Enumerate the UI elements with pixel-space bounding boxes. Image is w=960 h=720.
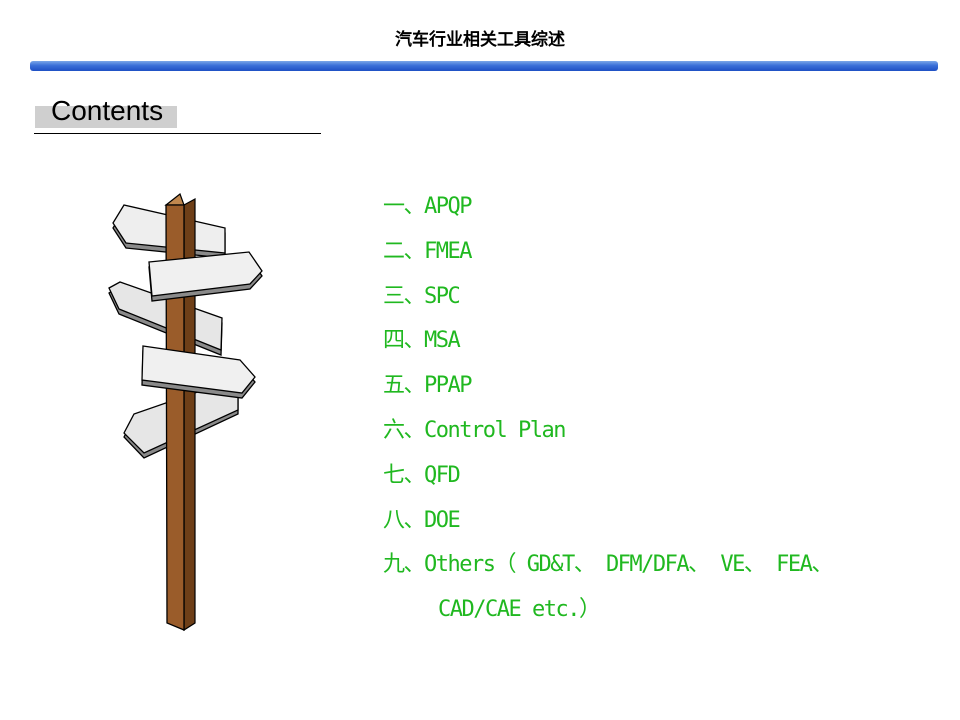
sign-board-4 (141, 345, 256, 399)
toc-item-spc: 三、SPC (383, 283, 461, 309)
signpost-illustration (108, 193, 263, 632)
table-of-contents: 一、APQP 二、FMEA 三、SPC 四、MSA 五、PPAP 六、Contr… (383, 188, 833, 636)
contents-title-highlight (35, 106, 177, 128)
toc-item-others-continuation: CAD/CAE etc.） (438, 597, 601, 623)
sign-board-2 (148, 251, 263, 302)
toc-item-ppap: 五、PPAP (383, 373, 472, 399)
contents-title: Contents (51, 95, 164, 126)
toc-item-qfd: 七、QFD (383, 462, 461, 488)
header-accent-bar (30, 61, 938, 71)
toc-item-doe: 八、DOE (383, 507, 461, 533)
toc-item-others: 九、Others（ GD&T、 DFM/DFA、 VE、 FEA、 (383, 552, 833, 578)
slide-header-title: 汽车行业相关工具综述 (395, 30, 565, 50)
toc-item-msa: 四、MSA (383, 328, 461, 354)
toc-item-fmea: 二、FMEA (383, 238, 472, 264)
contents-underline (34, 133, 321, 134)
toc-item-apqp: 一、APQP (383, 194, 472, 219)
toc-item-control-plan: 六、Control Plan (383, 417, 566, 443)
signpost-pole (164, 193, 196, 632)
